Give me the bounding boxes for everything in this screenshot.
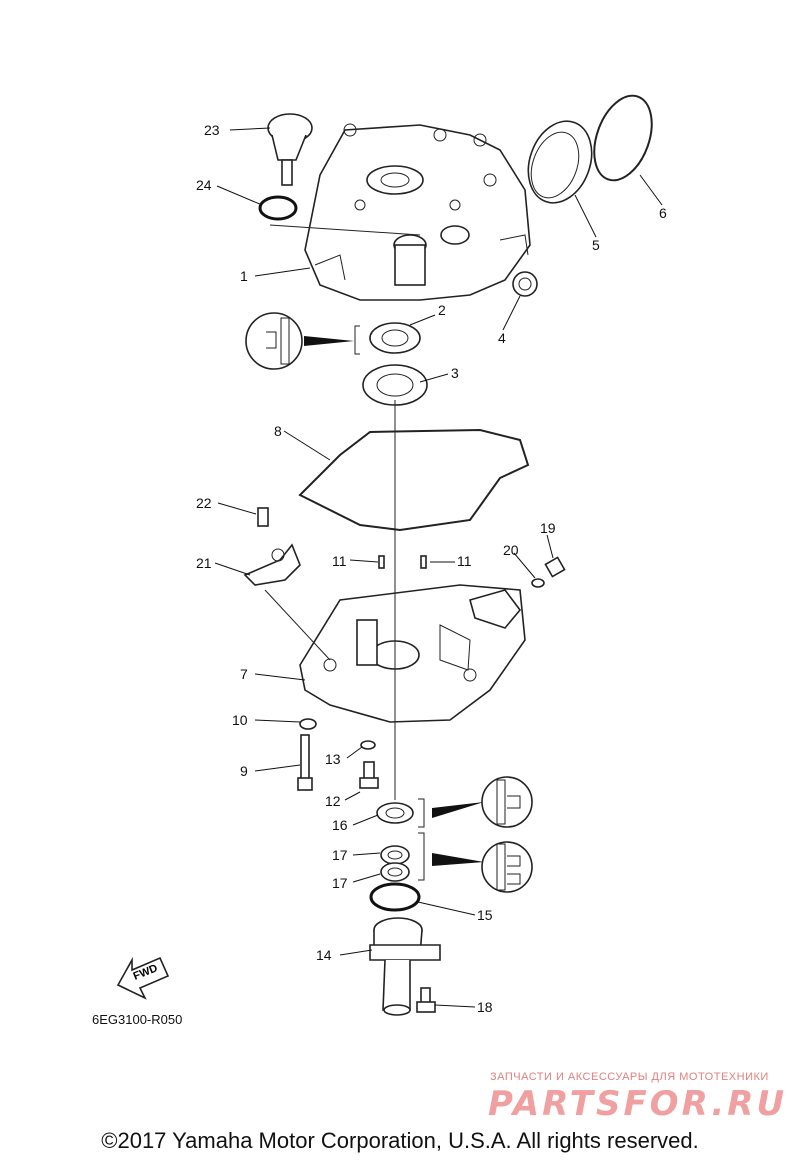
part-label: 8 bbox=[274, 423, 282, 439]
part-label: 6 bbox=[659, 205, 667, 221]
seal-detail-balloon-lower bbox=[418, 832, 533, 893]
watermark-logo: PARTSFOR.RU bbox=[488, 1084, 788, 1124]
part-label: 13 bbox=[325, 751, 341, 767]
seal-detail-balloon-middle bbox=[418, 776, 533, 828]
part-label: 22 bbox=[196, 495, 212, 511]
part-label: 21 bbox=[196, 555, 212, 571]
part-label: 23 bbox=[204, 122, 220, 138]
part-label: 20 bbox=[503, 542, 519, 558]
bracket-21-drawing bbox=[243, 507, 301, 586]
part-label: 12 bbox=[325, 793, 341, 809]
part-label: 3 bbox=[451, 365, 459, 381]
part-label: 17 bbox=[332, 875, 348, 891]
dowel-pin-right-drawing bbox=[420, 555, 427, 569]
part-number-labels: 1 2 3 4 5 6 7 8 9 10 11 11 12 13 14 15 1… bbox=[196, 122, 667, 1015]
part-label: 10 bbox=[232, 712, 248, 728]
part-label: 17 bbox=[332, 847, 348, 863]
forward-direction-arrow: FWD bbox=[116, 956, 170, 1000]
crankcase-lower-drawing bbox=[299, 584, 526, 723]
part-label: 9 bbox=[240, 763, 248, 779]
washer-10-drawing bbox=[299, 718, 317, 730]
part-label: 11 bbox=[332, 553, 347, 569]
bearing-3-drawing bbox=[362, 364, 428, 406]
part-label: 16 bbox=[332, 817, 348, 833]
part-label: 14 bbox=[316, 947, 332, 963]
oil-filler-cap-drawing bbox=[258, 113, 313, 221]
cover-band-drawing bbox=[527, 94, 653, 204]
washer-13-drawing bbox=[360, 740, 376, 750]
gasket-drawing bbox=[298, 428, 530, 532]
part-label: 5 bbox=[592, 237, 600, 253]
oil-seal-4-drawing bbox=[512, 271, 538, 297]
oil-seal-16-drawing bbox=[376, 802, 414, 824]
part-label: 11 bbox=[457, 553, 472, 569]
part-label: 2 bbox=[438, 302, 446, 318]
drain-plug-drawing bbox=[531, 556, 566, 588]
watermark-caption: ЗАПЧАСТИ И АКСЕССУАРЫ ДЛЯ МОТОТЕХНИКИ bbox=[490, 1071, 769, 1083]
oil-seal-17-lower-drawing bbox=[380, 862, 410, 882]
part-label: 1 bbox=[240, 268, 248, 284]
bolt-18-drawing bbox=[416, 987, 436, 1013]
part-label: 24 bbox=[196, 177, 212, 193]
part-label: 15 bbox=[477, 907, 493, 923]
o-ring-15-drawing bbox=[369, 882, 421, 912]
leader-lines bbox=[214, 127, 663, 1008]
dowel-pin-left-drawing bbox=[378, 555, 385, 569]
exploded-parts-diagram: FWD 1 2 3 4 5 bbox=[116, 94, 667, 1016]
housing-14-drawing bbox=[369, 917, 441, 1016]
seal-detail-balloon-upper bbox=[245, 312, 360, 370]
part-label: 19 bbox=[540, 520, 556, 536]
part-label: 4 bbox=[498, 330, 506, 346]
bolt-9-drawing bbox=[297, 734, 313, 791]
diagram-reference-code: 6EG3100-R050 bbox=[92, 1012, 183, 1027]
oil-seal-17-upper-drawing bbox=[380, 845, 410, 865]
bearing-2-drawing bbox=[369, 322, 421, 354]
part-label: 18 bbox=[477, 999, 493, 1015]
copyright-notice: ©2017 Yamaha Motor Corporation, U.S.A. A… bbox=[101, 1128, 699, 1153]
part-label: 7 bbox=[240, 666, 248, 682]
bolt-12-drawing bbox=[359, 761, 379, 789]
crankcase-upper-drawing bbox=[304, 123, 531, 301]
